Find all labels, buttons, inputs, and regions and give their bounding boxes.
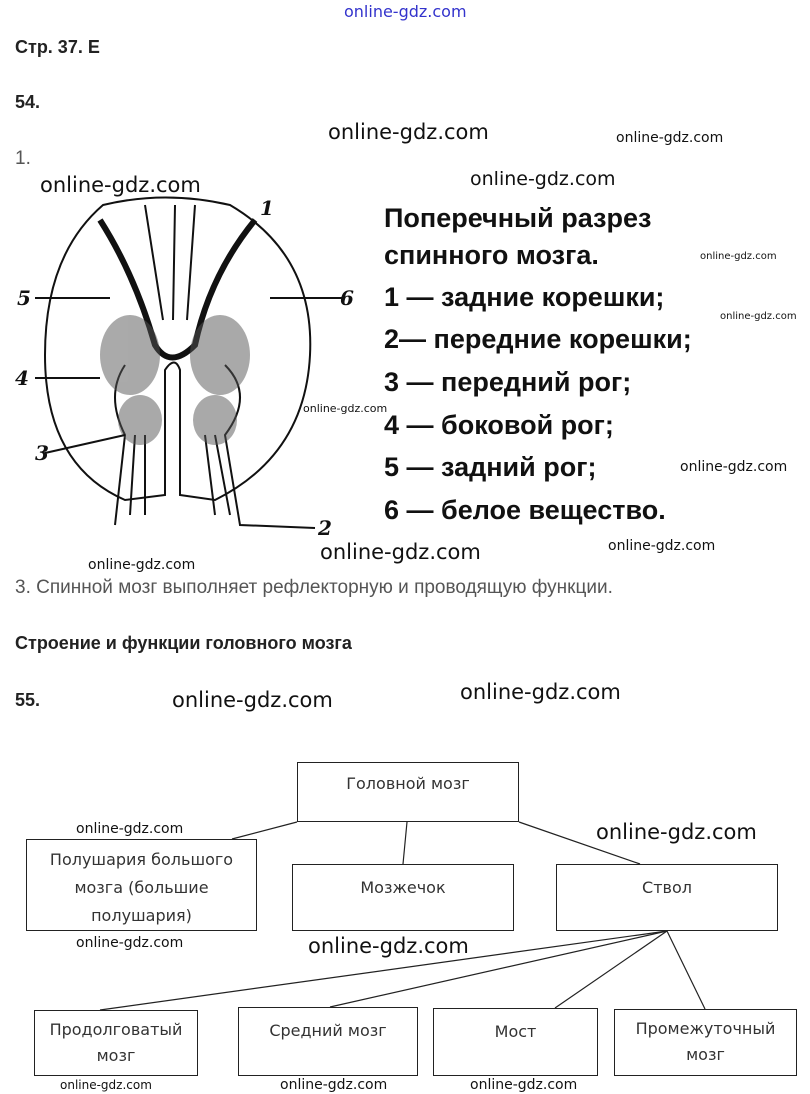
watermark: online-gdz.com <box>596 820 757 844</box>
watermark: online-gdz.com <box>470 168 616 190</box>
legend-item-6: 6 — белое вещество. <box>384 495 666 525</box>
watermark: online-gdz.com <box>40 173 201 197</box>
box-hemispheres: Полушария большого мозга (большие полуша… <box>26 839 257 931</box>
legend-item-3: 3 — передний рог; <box>384 367 632 397</box>
figure-label-4: 4 <box>15 366 29 390</box>
legend-title-2: спинного мозга. <box>384 240 599 270</box>
watermark: online-gdz.com <box>680 459 788 475</box>
box-medulla: Продолговатый мозг <box>34 1010 198 1076</box>
item-1-label: 1. <box>15 148 31 169</box>
box-cerebellum: Мозжечок <box>292 864 514 931</box>
figure-label-6: 6 <box>340 286 354 310</box>
watermark: online-gdz.com <box>88 557 196 573</box>
watermark: online-gdz.com <box>460 680 621 704</box>
watermark: online-gdz.com <box>60 1078 152 1092</box>
watermark: online-gdz.com <box>608 538 716 554</box>
box-brain: Головной мозг <box>297 762 519 822</box>
section-heading: Строение и функции головного мозга <box>15 633 352 653</box>
watermark: online-gdz.com <box>470 1077 578 1093</box>
legend-item-4: 4 — боковой рог; <box>384 410 614 440</box>
watermark: online-gdz.com <box>700 251 777 262</box>
watermark: online-gdz.com <box>328 120 489 144</box>
box-diencephalon: Промежуточный мозг <box>614 1009 797 1076</box>
watermark: online-gdz.com <box>616 130 724 146</box>
figure-label-3: 3 <box>35 441 49 465</box>
task-54-number: 54. <box>15 92 41 112</box>
item-3-text: 3. Спинной мозг выполняет рефлекторную и… <box>15 577 613 598</box>
watermark: online-gdz.com <box>308 934 469 958</box>
legend-item-5: 5 — задний рог; <box>384 452 597 482</box>
watermark: online-gdz.com <box>720 311 797 322</box>
figure-label-1: 1 <box>260 196 274 220</box>
figure-label-2: 2 <box>317 516 332 540</box>
legend-item-1: 1 — задние корешки; <box>384 282 665 312</box>
watermark: online-gdz.com <box>172 688 333 712</box>
box-brainstem: Ствол <box>556 864 778 931</box>
top-watermark: online-gdz.com <box>344 2 467 21</box>
spinal-cord-figure: 1 2 3 4 5 6 <box>15 196 354 540</box>
watermark: online-gdz.com <box>303 402 388 415</box>
box-midbrain: Средний мозг <box>238 1007 418 1076</box>
figure-label-5: 5 <box>17 286 31 310</box>
watermark: online-gdz.com <box>280 1077 388 1093</box>
watermark: online-gdz.com <box>76 935 184 951</box>
watermark: online-gdz.com <box>320 540 481 564</box>
legend-item-2: 2— передние корешки; <box>384 324 692 354</box>
legend-title-1: Поперечный разрез <box>384 203 652 233</box>
box-pons: Мост <box>433 1008 598 1076</box>
page-header: Стр. 37. Е <box>15 37 100 57</box>
watermark: online-gdz.com <box>76 821 184 837</box>
task-55-number: 55. <box>15 690 41 710</box>
